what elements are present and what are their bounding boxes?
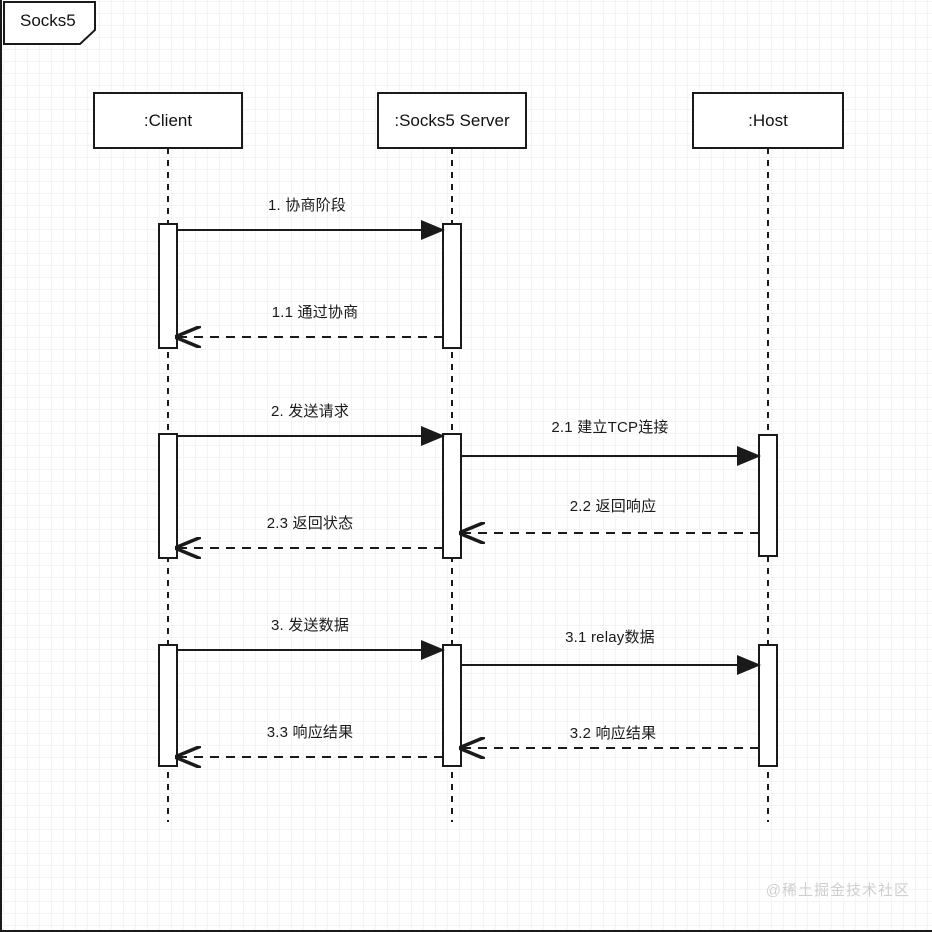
message-arrows-group: [177, 220, 761, 757]
participant-box-client[interactable]: [93, 92, 243, 149]
message-label-m2_2: 2.2 返回响应: [569, 498, 657, 515]
message-label-m2_1: 2.1 建立TCP连接: [551, 419, 669, 436]
activation-bar-server-3: [442, 433, 462, 559]
message-label-m3_3: 3.3 响应结果: [266, 724, 354, 741]
lifelines-group: [167, 148, 769, 822]
participant-box-server[interactable]: [377, 92, 527, 149]
participant-label-server: :Socks5 Server: [394, 110, 510, 130]
activation-bar-client-2: [158, 433, 178, 559]
activation-bar-server-6: [442, 644, 462, 767]
watermark: @稀土掘金技术社区: [765, 882, 910, 899]
activation-bar-host-4: [758, 434, 778, 557]
participant-boxes-group: [93, 92, 844, 149]
message-label-m3_2: 3.2 响应结果: [569, 725, 657, 742]
activation-bar-client-5: [158, 644, 178, 767]
participant-box-host[interactable]: [692, 92, 844, 149]
message-label-m2: 2. 发送请求: [270, 403, 350, 420]
activation-bar-server-1: [442, 223, 462, 349]
activation-bar-client-0: [158, 223, 178, 349]
participant-label-client: :Client: [143, 110, 193, 130]
activation-bar-host-7: [758, 644, 778, 767]
message-label-m1_1: 1.1 通过协商: [271, 304, 359, 321]
message-label-m3_1: 3.1 relay数据: [565, 629, 655, 646]
activation-bars-group: [158, 223, 778, 767]
frame-label-shape: [3, 1, 96, 45]
message-label-m2_3: 2.3 返回状态: [266, 515, 354, 532]
message-label-m3: 3. 发送数据: [270, 617, 350, 634]
frame-label-text: Socks5: [20, 11, 76, 30]
message-label-m1: 1. 协商阶段: [267, 197, 347, 214]
participant-label-host: :Host: [748, 110, 788, 130]
